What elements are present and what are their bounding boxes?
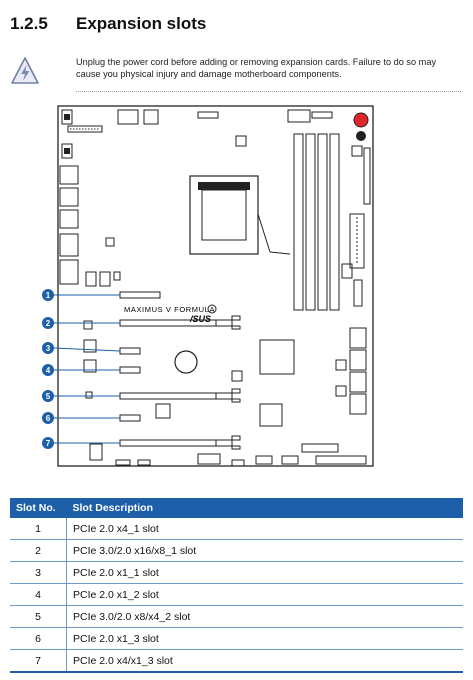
header xyxy=(353,279,363,307)
io-port xyxy=(61,143,73,159)
slot-number-cell: 6 xyxy=(10,627,67,650)
slot-number-cell: 2 xyxy=(10,539,67,562)
sata-port xyxy=(349,327,367,349)
header xyxy=(115,459,131,466)
debug-display xyxy=(287,109,311,123)
slot-number-cell: 1 xyxy=(10,518,67,540)
atx-power-connector xyxy=(349,213,365,269)
callout-4 xyxy=(42,364,54,376)
section-number: 1.2.5 xyxy=(10,14,48,33)
slot-description-cell: PCIe 2.0 x1_3 slot xyxy=(66,627,463,650)
callout-2-label: 2 xyxy=(46,319,51,328)
sata-port xyxy=(349,349,367,371)
callout-1-label: 1 xyxy=(46,291,51,300)
slot-number-cell: 7 xyxy=(10,649,67,673)
section-title: Expansion slots xyxy=(76,14,207,33)
table-header-row: Slot No. Slot Description xyxy=(10,498,463,518)
header xyxy=(311,111,333,119)
io-port xyxy=(59,165,79,185)
callout-3 xyxy=(42,342,54,354)
table-row: 1 PCIe 2.0 x4_1 slot xyxy=(10,518,463,540)
warning-text: Unplug the power cord before adding or r… xyxy=(76,57,437,79)
header xyxy=(341,263,353,279)
table-row: 3 PCIe 2.0 x1_1 slot xyxy=(10,561,463,584)
table-row: 5 PCIe 3.0/2.0 x8/x4_2 slot xyxy=(10,605,463,628)
table-row: 2 PCIe 3.0/2.0 x16/x8_1 slot xyxy=(10,539,463,562)
slot-description-cell: PCIe 2.0 x1_2 slot xyxy=(66,583,463,606)
dimm-slot xyxy=(329,133,340,311)
power-button xyxy=(353,112,369,128)
slot-number-cell: 4 xyxy=(10,583,67,606)
header xyxy=(67,125,103,133)
header xyxy=(143,109,159,125)
header xyxy=(315,455,367,465)
callout-2 xyxy=(42,317,54,329)
table-row: 7 PCIe 2.0 x4/x1_3 slot xyxy=(10,649,463,673)
slot-description-cell: PCIe 2.0 x1_1 slot xyxy=(66,561,463,584)
io-port xyxy=(59,233,79,257)
asus-logo: /SUS xyxy=(189,314,211,324)
sata-port xyxy=(349,371,367,393)
slot-number-cell: 3 xyxy=(10,561,67,584)
table-row: 4 PCIe 2.0 x1_2 slot xyxy=(10,583,463,606)
header xyxy=(363,147,371,205)
chipset xyxy=(259,339,295,375)
callout-5-label: 5 xyxy=(46,392,51,401)
header xyxy=(301,443,339,453)
slot-description-cell: PCIe 3.0/2.0 x8/x4_2 slot xyxy=(66,605,463,628)
callout-1 xyxy=(42,289,54,301)
reset-button xyxy=(356,131,366,141)
io-port xyxy=(59,187,79,207)
header xyxy=(137,459,151,466)
callout-5 xyxy=(42,390,54,402)
column-header-slot-description: Slot Description xyxy=(66,498,463,518)
header xyxy=(281,455,299,465)
rog-logo-icon xyxy=(207,304,217,314)
warning-lightning-icon xyxy=(11,57,39,84)
io-port xyxy=(64,148,70,154)
callout-6 xyxy=(42,412,54,424)
column-header-slot-no: Slot No. xyxy=(10,498,67,518)
dimm-slot xyxy=(317,133,328,311)
callout-7-label: 7 xyxy=(46,439,51,448)
board-model-label: MAXIMUS V FORMULA xyxy=(124,305,215,314)
slot-number-cell: 5 xyxy=(10,605,67,628)
section-heading: 1.2.5 Expansion slots xyxy=(10,10,206,38)
table-row: 6 PCIe 2.0 x1_3 slot xyxy=(10,627,463,650)
header xyxy=(197,111,219,119)
dimm-slot xyxy=(305,133,316,311)
warning-note: Unplug the power cord before adding or r… xyxy=(10,56,463,96)
motherboard-layout-diagram: MAXIMUS V FORMULA /SUS 1 xyxy=(42,105,374,467)
callout-6-label: 6 xyxy=(46,414,51,423)
header xyxy=(231,459,245,467)
io-port xyxy=(64,114,70,120)
dimm-slot xyxy=(293,133,304,311)
slot-description-cell: PCIe 2.0 x4/x1_3 slot xyxy=(66,649,463,673)
slot-description-cell: PCIe 3.0/2.0 x16/x8_1 slot xyxy=(66,539,463,562)
io-port xyxy=(61,109,73,125)
header xyxy=(255,455,273,465)
header xyxy=(117,109,139,125)
slot-table: Slot No. Slot Description 1 PCIe 2.0 x4_… xyxy=(10,498,463,673)
io-port xyxy=(59,259,79,285)
cmos-battery xyxy=(174,350,198,374)
callout-3-label: 3 xyxy=(46,344,51,353)
callout-7 xyxy=(42,437,54,449)
warning-divider xyxy=(76,91,461,92)
slot-description-cell: PCIe 2.0 x4_1 slot xyxy=(66,518,463,540)
callout-4-label: 4 xyxy=(46,366,51,375)
io-port xyxy=(59,209,79,229)
sata-port xyxy=(349,393,367,415)
